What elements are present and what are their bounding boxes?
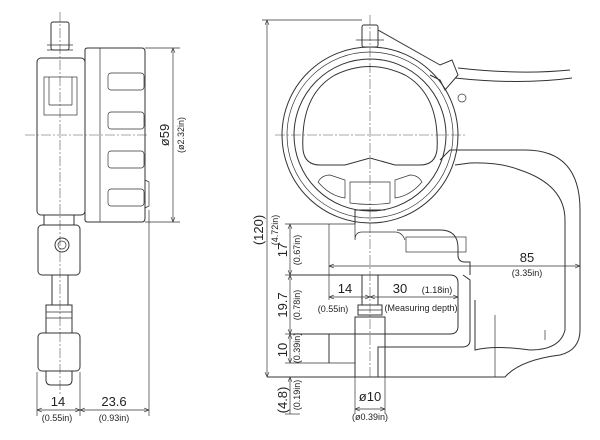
front-view: (120) (4.72in) 17 (0.67in) 19.7 (0.78in)… — [251, 15, 581, 422]
dim-17-inch: (0.67in) — [292, 235, 302, 266]
front-height-value: (120) — [251, 215, 266, 245]
side-width-body-value: 14 — [51, 394, 65, 409]
measuring-depth-inch: (1.18in) — [422, 285, 453, 295]
throat-width-value: 85 — [520, 250, 534, 265]
measuring-depth-value: 30 — [393, 281, 407, 296]
throat-width-inch: (3.35in) — [512, 268, 543, 278]
measuring-depth-label: (Measuring depth) — [384, 303, 457, 313]
dim-10-value: 10 — [275, 343, 290, 357]
dim-4-8-value: (4.8) — [275, 387, 290, 414]
side-diameter-value: ø59 — [157, 124, 172, 146]
side-view: 14 (0.55in) 23.6 (0.93in) ø59 (ø2.32in) — [25, 12, 186, 423]
dim-19-7-value: 19.7 — [275, 292, 290, 317]
anvil-diameter-value: ø10 — [359, 389, 381, 404]
dim-4-8-inch: (0.19in) — [292, 380, 302, 411]
anvil-diameter-inch: (ø0.39in) — [352, 412, 388, 422]
dim-17-value: 17 — [275, 243, 290, 257]
side-width-dial-value: 23.6 — [101, 394, 126, 409]
spindle-offset-value: 14 — [338, 281, 352, 296]
dim-10-inch: (0.39in) — [292, 333, 302, 364]
dim-19-7-inch: (0.78in) — [292, 290, 302, 321]
side-width-body-inch: (0.55in) — [42, 413, 73, 423]
side-diameter-inch: (ø2.32in) — [176, 117, 186, 153]
side-width-dial-inch: (0.93in) — [99, 413, 130, 423]
spindle-offset-inch: (0.55in) — [318, 304, 349, 314]
front-height-inch: (4.72in) — [270, 215, 280, 246]
